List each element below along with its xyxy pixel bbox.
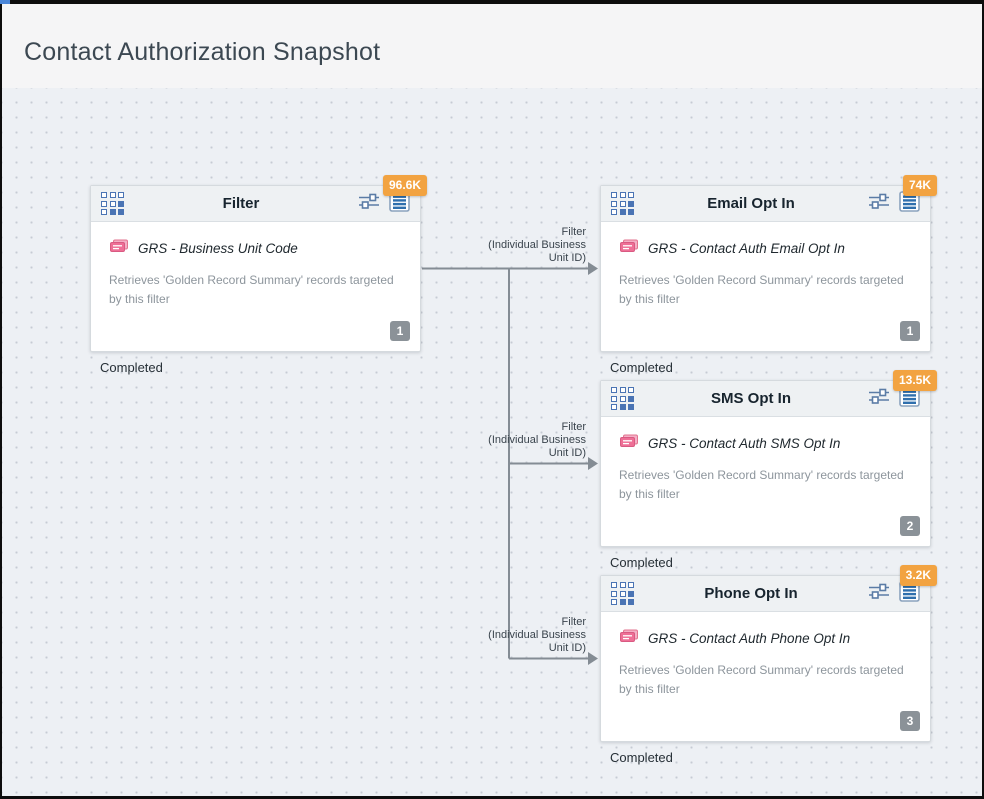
node-title: Phone Opt In	[704, 585, 798, 602]
node-card-body: GRS - Business Unit Code Retrieves 'Gold…	[91, 222, 420, 308]
node-type-grid-icon	[611, 387, 634, 410]
node-card-body: GRS - Contact Auth Email Opt In Retrieve…	[601, 222, 930, 308]
node-phone-opt-in[interactable]: 3.2K Phone Opt In GRS - Contact Auth Pho…	[600, 565, 937, 765]
data-extension-icon	[109, 239, 129, 258]
source-name: GRS - Contact Auth Email Opt In	[648, 241, 845, 256]
node-sms-opt-in[interactable]: 13.5K SMS Opt In GRS - Contact Auth SMS …	[600, 370, 937, 570]
source-row: GRS - Contact Auth Email Opt In	[619, 239, 912, 258]
record-count-badge[interactable]: 96.6K	[382, 175, 427, 196]
step-number-badge: 2	[900, 516, 920, 536]
node-card[interactable]: 13.5K SMS Opt In GRS - Contact Auth SMS …	[600, 370, 937, 547]
step-number-badge: 1	[390, 321, 410, 341]
node-card-header: Filter	[91, 186, 420, 222]
edge-label: Filter (Individual Business Unit ID)	[426, 226, 586, 265]
node-title: Email Opt In	[707, 195, 795, 212]
node-title: Filter	[222, 195, 260, 212]
node-card-body: GRS - Contact Auth Phone Opt In Retrieve…	[601, 612, 930, 698]
scroll-indicator	[0, 0, 10, 4]
source-row: GRS - Contact Auth Phone Opt In	[619, 629, 912, 648]
sliders-icon[interactable]	[358, 192, 380, 215]
node-card[interactable]: 3.2K Phone Opt In GRS - Contact Auth Pho…	[600, 565, 937, 742]
record-count-badge[interactable]: 3.2K	[899, 565, 937, 586]
node-card[interactable]: 74K Email Opt In GRS - Contact Auth Emai…	[600, 175, 937, 352]
edge-label: Filter (Individual Business Unit ID)	[426, 616, 586, 655]
source-name: GRS - Contact Auth SMS Opt In	[648, 436, 841, 451]
edge-label-line: Filter	[561, 616, 586, 628]
edge-label: Filter (Individual Business Unit ID)	[426, 421, 586, 460]
step-number-badge: 1	[900, 321, 920, 341]
step-number-badge: 3	[900, 711, 920, 731]
source-row: GRS - Business Unit Code	[109, 239, 402, 258]
edge-label-line: (Individual Business	[488, 434, 586, 446]
node-card-header: SMS Opt In	[601, 381, 930, 417]
node-email-opt-in[interactable]: 74K Email Opt In GRS - Contact Auth Emai…	[600, 175, 937, 375]
edge-label-line: Unit ID)	[548, 447, 586, 459]
list-lines-icon[interactable]	[899, 580, 920, 607]
page-title: Contact Authorization Snapshot	[24, 38, 381, 66]
source-name: GRS - Contact Auth Phone Opt In	[648, 631, 851, 646]
edge-label-line: (Individual Business	[488, 239, 586, 251]
status-text: Completed	[100, 360, 163, 375]
sliders-icon[interactable]	[868, 582, 890, 605]
data-extension-icon	[619, 239, 639, 258]
data-extension-icon	[619, 434, 639, 453]
node-description: Retrieves 'Golden Record Summary' record…	[109, 273, 394, 306]
page-header: Contact Authorization Snapshot	[2, 4, 982, 88]
node-description: Retrieves 'Golden Record Summary' record…	[619, 273, 904, 306]
edge-label-line: Unit ID)	[548, 252, 586, 264]
record-count-badge[interactable]: 13.5K	[892, 370, 937, 391]
status-text: Completed	[610, 750, 673, 765]
data-extension-icon	[619, 629, 639, 648]
record-count-badge[interactable]: 74K	[902, 175, 937, 196]
edge-label-line: Filter	[561, 421, 586, 433]
source-name: GRS - Business Unit Code	[138, 241, 298, 256]
node-type-grid-icon	[611, 582, 634, 605]
status-text: Completed	[610, 555, 673, 570]
node-description: Retrieves 'Golden Record Summary' record…	[619, 468, 904, 501]
node-card-header: Phone Opt In	[601, 576, 930, 612]
edge-label-line: Filter	[561, 226, 586, 238]
node-type-grid-icon	[101, 192, 124, 215]
status-text: Completed	[610, 360, 673, 375]
node-card[interactable]: 96.6K Filter GRS - Business Unit Code Re…	[90, 175, 427, 352]
node-filter[interactable]: 96.6K Filter GRS - Business Unit Code Re…	[90, 175, 427, 375]
edge-label-line: (Individual Business	[488, 629, 586, 641]
node-description: Retrieves 'Golden Record Summary' record…	[619, 663, 904, 696]
sliders-icon[interactable]	[868, 192, 890, 215]
sliders-icon[interactable]	[868, 387, 890, 410]
node-type-grid-icon	[611, 192, 634, 215]
edge-label-line: Unit ID)	[548, 642, 586, 654]
node-card-body: GRS - Contact Auth SMS Opt In Retrieves …	[601, 417, 930, 503]
source-row: GRS - Contact Auth SMS Opt In	[619, 434, 912, 453]
node-card-header: Email Opt In	[601, 186, 930, 222]
node-title: SMS Opt In	[711, 390, 791, 407]
